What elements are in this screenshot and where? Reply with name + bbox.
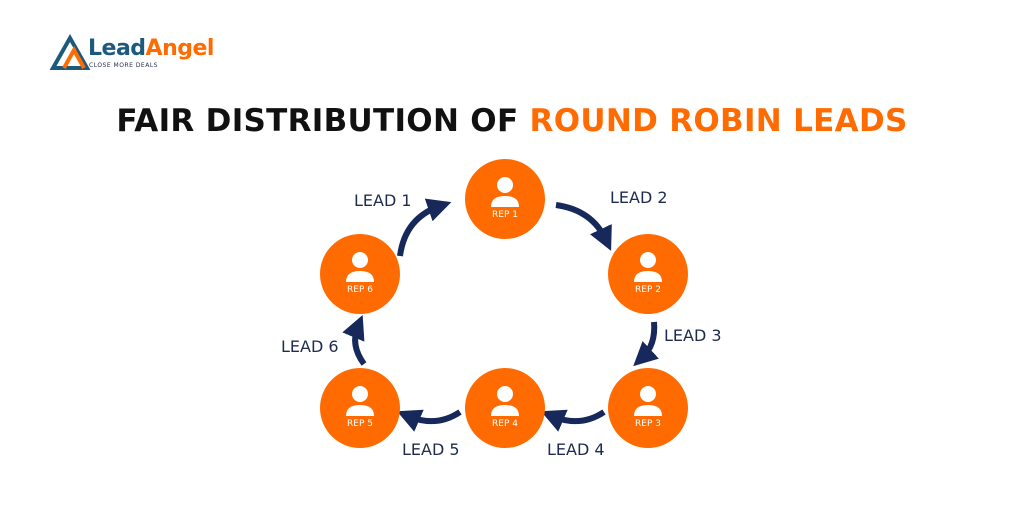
- rep-label: REP 6: [347, 285, 373, 295]
- lead-label: LEAD 4: [547, 440, 605, 459]
- logo-text: LeadAngel: [88, 36, 214, 61]
- page-title: FAIR DISTRIBUTION OF ROUND ROBIN LEADS: [116, 103, 908, 139]
- arrow-lead-5: [396, 409, 462, 432]
- lead-label: LEAD 6: [281, 337, 339, 356]
- rep-node: REP 6: [320, 234, 400, 314]
- arrow-lead-4: [540, 409, 606, 432]
- logo-tagline: CLOSE MORE DEALS: [89, 62, 158, 69]
- person-icon: [634, 386, 662, 416]
- rep-node: REP 3: [608, 368, 688, 448]
- lead-label: LEAD 1: [354, 191, 412, 210]
- rep-node: REP 4: [465, 368, 545, 448]
- lead-label: LEAD 3: [664, 326, 722, 345]
- arrow-lead-3: [633, 321, 659, 367]
- arrow-lead-6: [342, 314, 367, 366]
- person-icon: [346, 386, 374, 416]
- rep-node: REP 2: [608, 234, 688, 314]
- rep-label: REP 3: [635, 419, 661, 429]
- rep-label: REP 4: [492, 419, 518, 429]
- arrow-lead-1: [397, 198, 452, 257]
- person-icon: [346, 252, 374, 282]
- person-icon: [491, 386, 519, 416]
- person-icon: [634, 252, 662, 282]
- person-icon: [491, 177, 519, 207]
- rep-node: REP 5: [320, 368, 400, 448]
- rep-label: REP 5: [347, 419, 373, 429]
- lead-label: LEAD 5: [402, 440, 460, 459]
- rep-label: REP 1: [492, 210, 518, 220]
- rep-label: REP 2: [635, 285, 661, 295]
- lead-label: LEAD 2: [610, 188, 668, 207]
- rep-node: REP 1: [465, 159, 545, 239]
- arrow-lead-2: [555, 202, 612, 251]
